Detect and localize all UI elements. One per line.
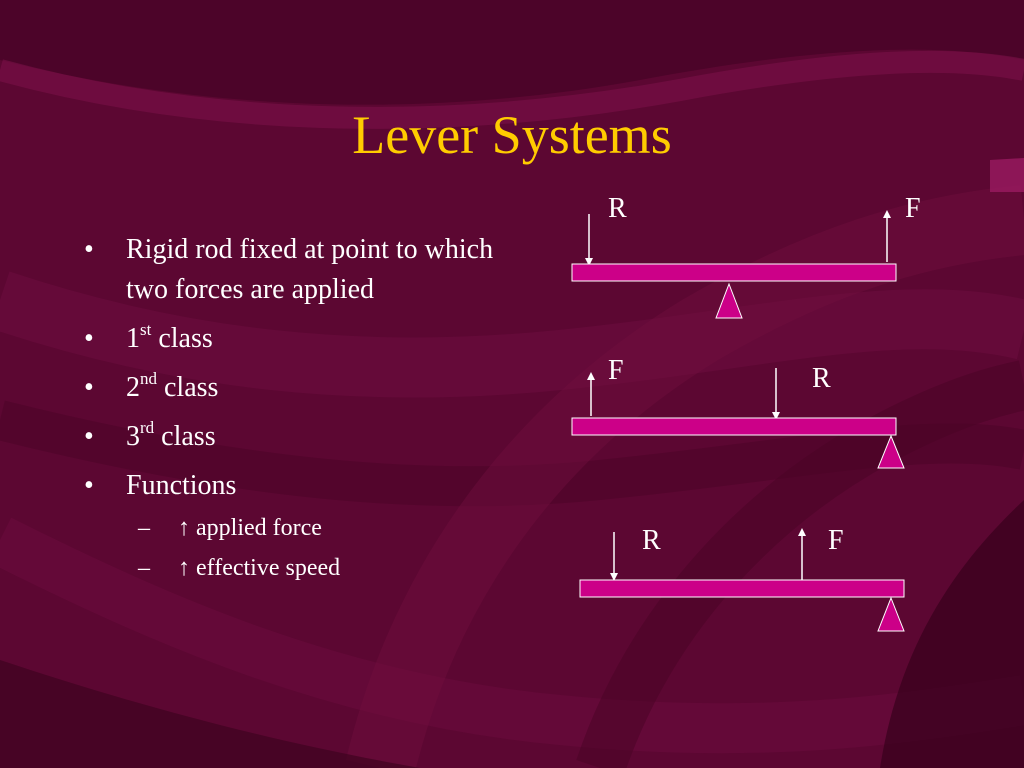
lever2-left-label: F [608, 355, 624, 386]
lever1-right-label: F [905, 193, 921, 224]
lever2-bar [571, 417, 897, 436]
bullet-third-class: 3rd class [84, 417, 504, 457]
bullet-functions: Functions ↑ applied force ↑ effective sp… [84, 466, 504, 588]
lever3-fulcrum [877, 596, 905, 632]
bullet-second-class: 2nd class [84, 368, 504, 408]
lever-second-class: F R [571, 355, 905, 469]
lever1-fulcrum [715, 282, 743, 319]
lever-third-class: R F [579, 525, 905, 632]
lever3-left-label: R [642, 525, 661, 556]
lever1-left-label: R [608, 193, 627, 224]
lever3-right-label: F [828, 525, 844, 556]
lever3-bar [579, 579, 905, 598]
lever1-bar [571, 263, 897, 282]
bullet-definition: Rigid rod fixed at point to which two fo… [84, 230, 504, 310]
lever2-fulcrum [877, 434, 905, 469]
bullet-first-class: 1st class [84, 319, 504, 359]
slide-title: Lever Systems [352, 105, 672, 165]
sub-bullet-effective-speed: ↑ effective speed [138, 548, 504, 588]
sub-bullet-applied-force: ↑ applied force [138, 508, 504, 548]
functions-sublist: ↑ applied force ↑ effective speed [126, 508, 504, 588]
lever-first-class: R F [571, 193, 921, 319]
bullet-list: Rigid rod fixed at point to which two fo… [84, 230, 504, 597]
lever2-right-label: R [812, 363, 831, 394]
